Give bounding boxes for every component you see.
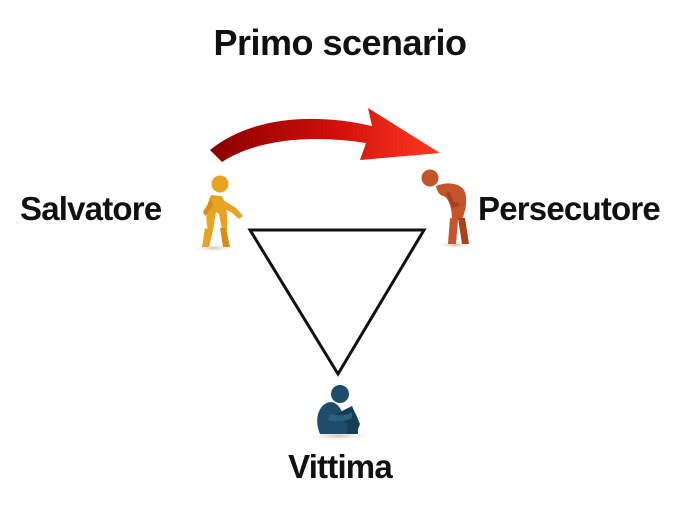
role-label-persecutore: Persecutore — [478, 190, 661, 227]
triangle-shape — [247, 228, 427, 377]
curved-arrow-icon — [210, 108, 440, 162]
bent-over-person-icon — [421, 169, 475, 249]
diagram-title: Primo scenario — [213, 22, 467, 63]
role-label-vittima: Vittima — [288, 448, 393, 485]
sitting-hugging-knees-person-icon — [304, 385, 372, 441]
role-label-salvatore: Salvatore — [20, 190, 162, 227]
standing-person-icon — [191, 175, 243, 252]
